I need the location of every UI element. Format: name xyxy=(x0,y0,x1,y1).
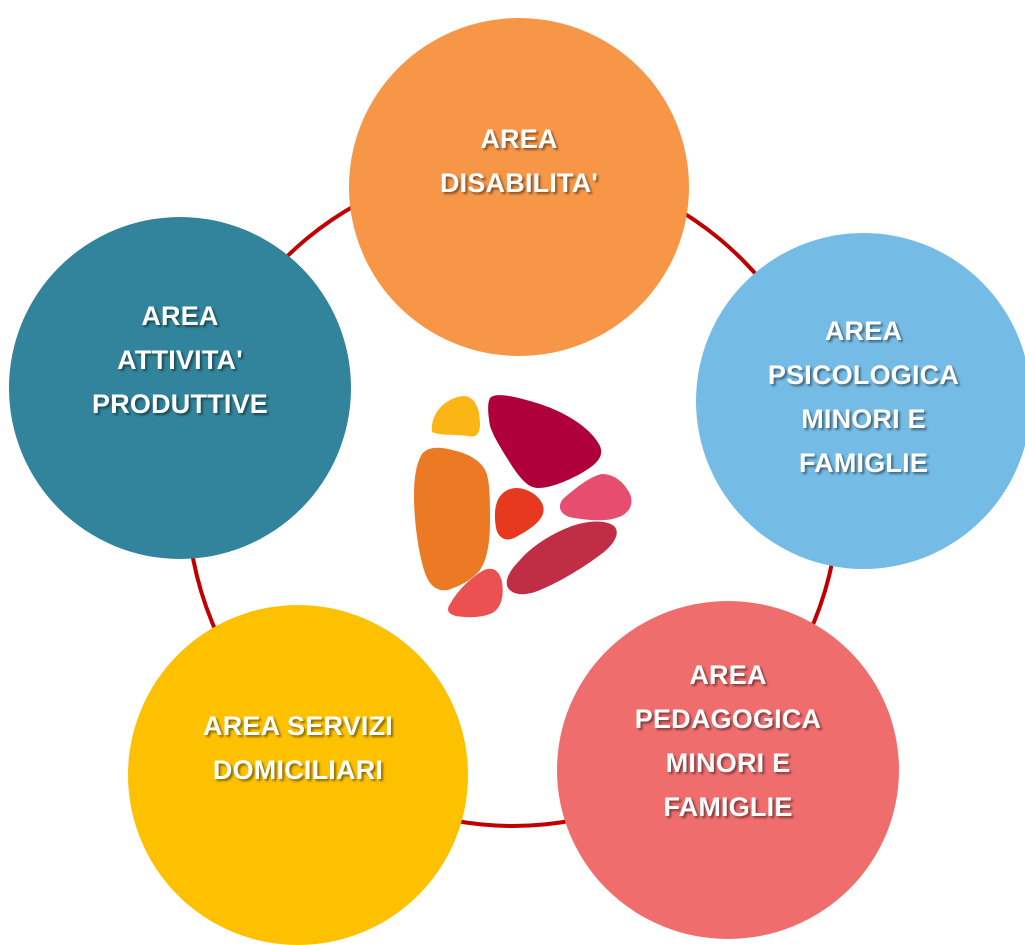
mosaic-play-logo-icon xyxy=(414,395,632,618)
node-area-servizi-domiciliari: AREA SERVIZI DOMICILIARI xyxy=(128,605,468,945)
logo-piece-crimson xyxy=(506,521,617,595)
node-label: AREA ATTIVITA' PRODUTTIVE xyxy=(91,301,268,419)
logo-piece-coral xyxy=(448,568,503,618)
node-label: AREA DISABILITA' xyxy=(439,124,599,198)
node-label: AREA PEDAGOGICA MINORI E FAMIGLIE xyxy=(634,660,822,822)
node-area-disabilita: AREA DISABILITA' xyxy=(349,18,689,356)
logo-piece-magenta xyxy=(488,395,602,488)
logo-piece-pink xyxy=(559,474,632,521)
node-area-attivita-produttive: AREA ATTIVITA' PRODUTTIVE xyxy=(9,217,351,559)
logo-piece-red xyxy=(494,488,544,540)
logo-piece-yellow xyxy=(431,396,480,437)
node-label: AREA SERVIZI DOMICILIARI xyxy=(203,710,393,785)
logo-piece-orange xyxy=(414,447,490,591)
node-label: AREA PSICOLOGICA MINORI E FAMIGLIE xyxy=(767,316,960,478)
node-area-pedagogica: AREA PEDAGOGICA MINORI E FAMIGLIE xyxy=(557,601,899,939)
node-area-psicologica: AREA PSICOLOGICA MINORI E FAMIGLIE xyxy=(696,233,1025,569)
